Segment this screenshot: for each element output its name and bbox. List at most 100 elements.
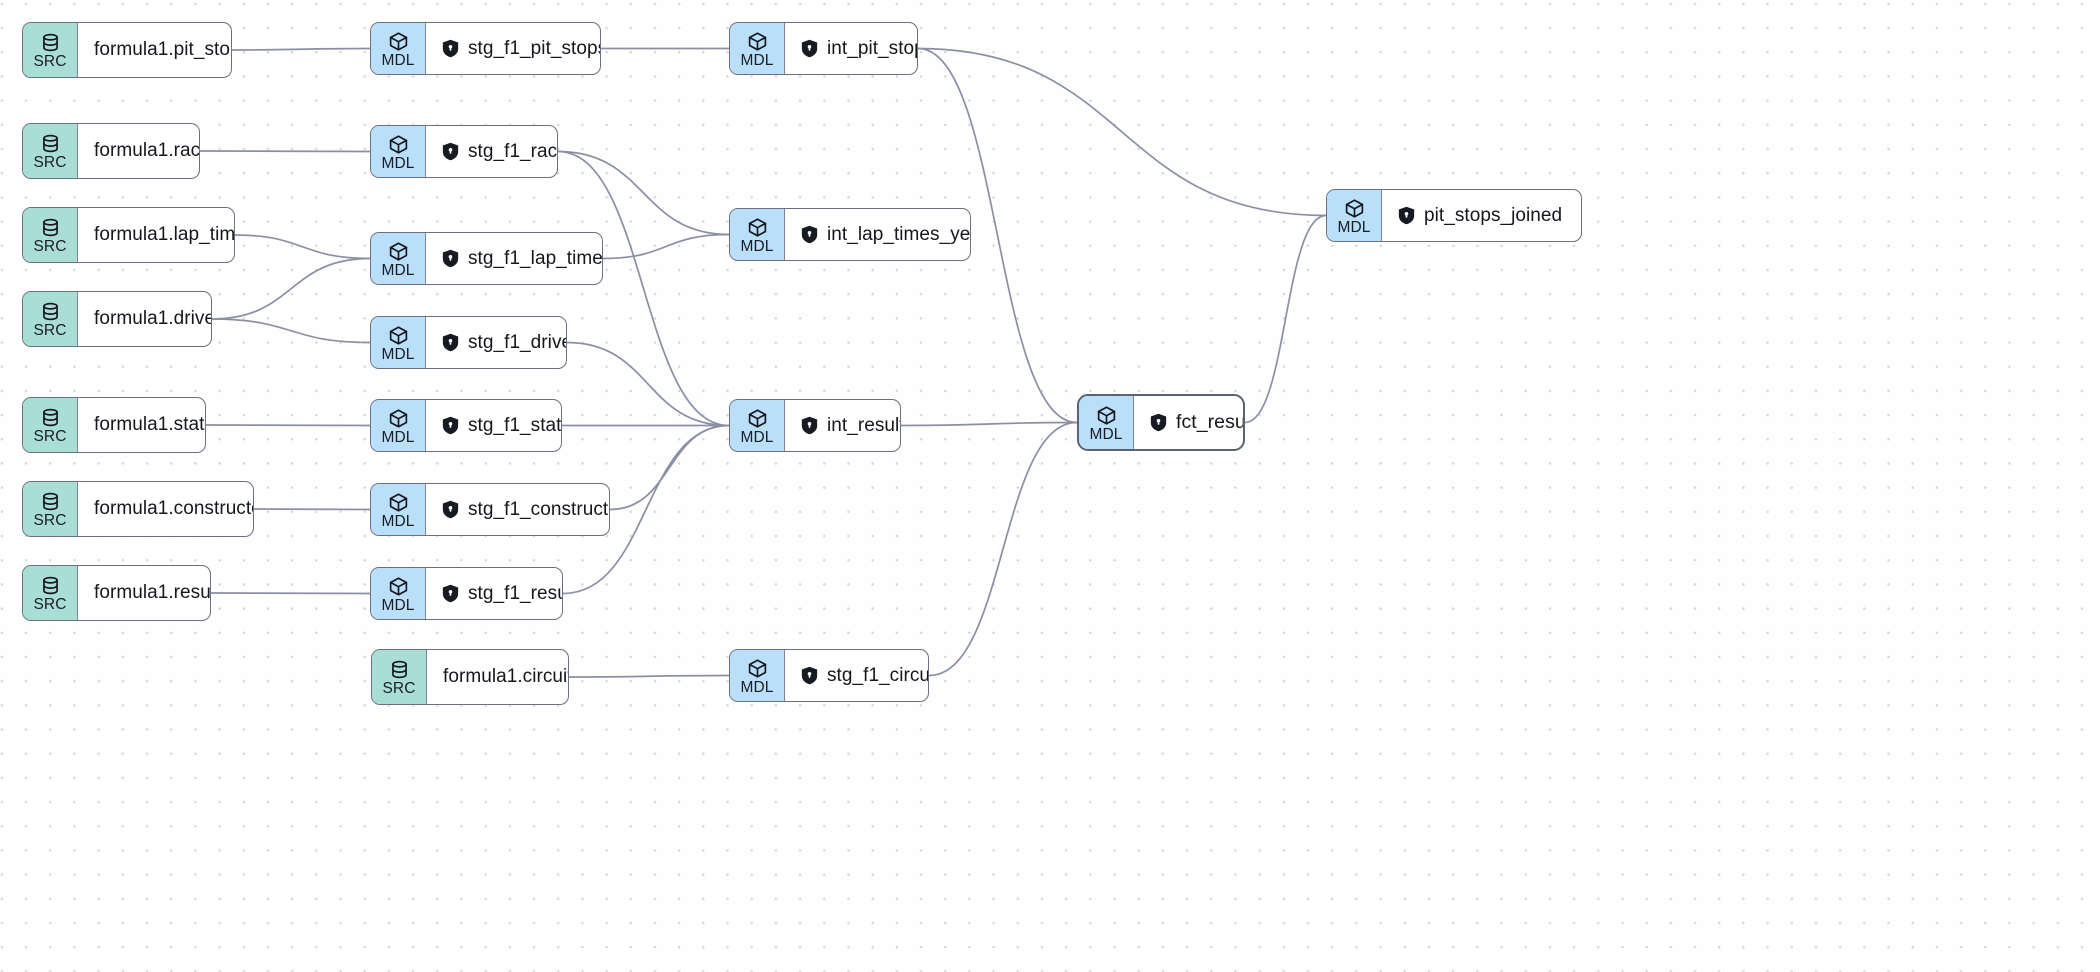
node-body-src_pit_stops[interactable]: formula1.pit_stops [78, 23, 231, 77]
shield-icon [442, 333, 459, 352]
edge-src_races-to-stg_races [199, 150, 371, 153]
node-type-badge-stg_status: MDL [371, 400, 426, 451]
node-body-int_results[interactable]: int_results [785, 400, 900, 451]
node-label: stg_f1_drivers [468, 331, 566, 353]
node-body-src_results[interactable]: formula1.results [78, 566, 211, 620]
edge-src_pit_stops-to-stg_pit_stops [231, 47, 371, 51]
node-body-stg_status[interactable]: stg_f1_status [426, 400, 561, 451]
node-type-badge-src_constructors: SRC [23, 482, 78, 536]
edge-stg_lap_times-to-int_lap_times_years [602, 233, 730, 260]
shield-icon [442, 39, 459, 58]
node-body-int_lap_times_years[interactable]: int_lap_times_years [785, 209, 970, 260]
node-body-stg_constructors[interactable]: stg_f1_constructors [426, 484, 609, 535]
shield-icon [442, 416, 459, 435]
node-body-src_status[interactable]: formula1.status [78, 398, 205, 452]
cube-icon [1096, 405, 1117, 426]
node-type-label: MDL [381, 428, 415, 446]
shield-icon [442, 142, 459, 161]
shield-icon [442, 584, 459, 603]
shield-icon [801, 225, 818, 244]
shield-icon [801, 39, 818, 58]
cube-icon [747, 408, 768, 429]
database-icon [40, 575, 61, 596]
node-body-src_drivers[interactable]: formula1.drivers [78, 292, 211, 346]
cube-icon [1344, 198, 1365, 219]
node-body-src_constructors[interactable]: formula1.constructors [78, 482, 253, 536]
shield-icon [1398, 206, 1415, 225]
edge-stg_drivers-to-int_results [566, 341, 730, 427]
graph-node-pit_stops_joined[interactable]: MDL pit_stops_joined [1326, 189, 1582, 242]
graph-node-stg_circuits[interactable]: MDL stg_f1_circuits [729, 649, 929, 702]
node-label: stg_f1_circuits [827, 664, 929, 686]
shield-icon [442, 142, 459, 161]
cube-icon [388, 325, 409, 346]
node-label: formula1.drivers [94, 308, 211, 329]
database-icon [40, 301, 61, 322]
node-label: stg_f1_lap_times [468, 247, 603, 269]
node-body-stg_circuits[interactable]: stg_f1_circuits [785, 650, 929, 701]
edge-stg_circuits-to-fct_results [928, 421, 1078, 677]
edge-src_circuits-to-stg_circuits [568, 674, 730, 678]
node-body-int_pit_stops[interactable]: int_pit_stops [785, 23, 917, 74]
node-body-stg_results[interactable]: stg_f1_results [426, 568, 562, 619]
node-type-badge-src_lap_times: SRC [23, 208, 78, 262]
node-type-badge-pit_stops_joined: MDL [1327, 190, 1382, 241]
node-type-badge-src_drivers: SRC [23, 292, 78, 346]
graph-node-int_results[interactable]: MDL int_results [729, 399, 901, 452]
cube-icon [388, 408, 409, 429]
node-label: formula1.results [94, 582, 211, 603]
shield-icon [801, 666, 818, 685]
node-type-badge-stg_circuits: MDL [730, 650, 785, 701]
graph-node-src_drivers[interactable]: SRC formula1.drivers [22, 291, 212, 347]
edge-src_drivers-to-stg_lap_times [211, 257, 371, 320]
node-body-src_races[interactable]: formula1.races [78, 124, 199, 178]
edge-fct_results-to-pit_stops_joined [1244, 214, 1327, 424]
node-body-fct_results[interactable]: fct_results [1134, 396, 1243, 449]
database-icon [40, 217, 61, 238]
node-body-stg_drivers[interactable]: stg_f1_drivers [426, 317, 566, 368]
node-type-label: SRC [33, 154, 67, 171]
node-type-label: MDL [381, 596, 415, 614]
node-type-label: SRC [33, 322, 67, 339]
edge-src_lap_times-to-stg_lap_times [234, 234, 371, 260]
node-type-badge-stg_races: MDL [371, 126, 426, 177]
node-body-stg_races[interactable]: stg_f1_races [426, 126, 557, 177]
node-type-label: SRC [33, 238, 67, 255]
node-body-pit_stops_joined[interactable]: pit_stops_joined [1382, 190, 1581, 241]
node-body-stg_lap_times[interactable]: stg_f1_lap_times [426, 233, 603, 284]
node-body-src_circuits[interactable]: formula1.circuits [427, 650, 569, 704]
node-body-stg_pit_stops[interactable]: stg_f1_pit_stops [426, 23, 600, 74]
cube-icon [747, 658, 768, 679]
node-type-label: MDL [740, 428, 774, 446]
graph-node-src_lap_times[interactable]: SRC formula1.lap_times [22, 207, 235, 263]
node-type-badge-src_status: SRC [23, 398, 78, 452]
graph-node-stg_results[interactable]: MDL stg_f1_results [370, 567, 563, 620]
node-label: formula1.lap_times [94, 224, 235, 245]
graph-node-src_races[interactable]: SRC formula1.races [22, 123, 200, 179]
shield-icon [801, 666, 818, 685]
node-type-badge-src_races: SRC [23, 124, 78, 178]
edge-int_pit_stops-to-pit_stops_joined [917, 47, 1327, 217]
cube-icon [388, 492, 409, 513]
node-label: int_results [827, 414, 900, 436]
shield-icon [801, 39, 818, 58]
graph-node-stg_status[interactable]: MDL stg_f1_status [370, 399, 562, 452]
node-label: pit_stops_joined [1424, 204, 1563, 226]
node-label: formula1.circuits [443, 666, 569, 687]
node-body-src_lap_times[interactable]: formula1.lap_times [78, 208, 235, 262]
shield-icon [801, 225, 818, 244]
